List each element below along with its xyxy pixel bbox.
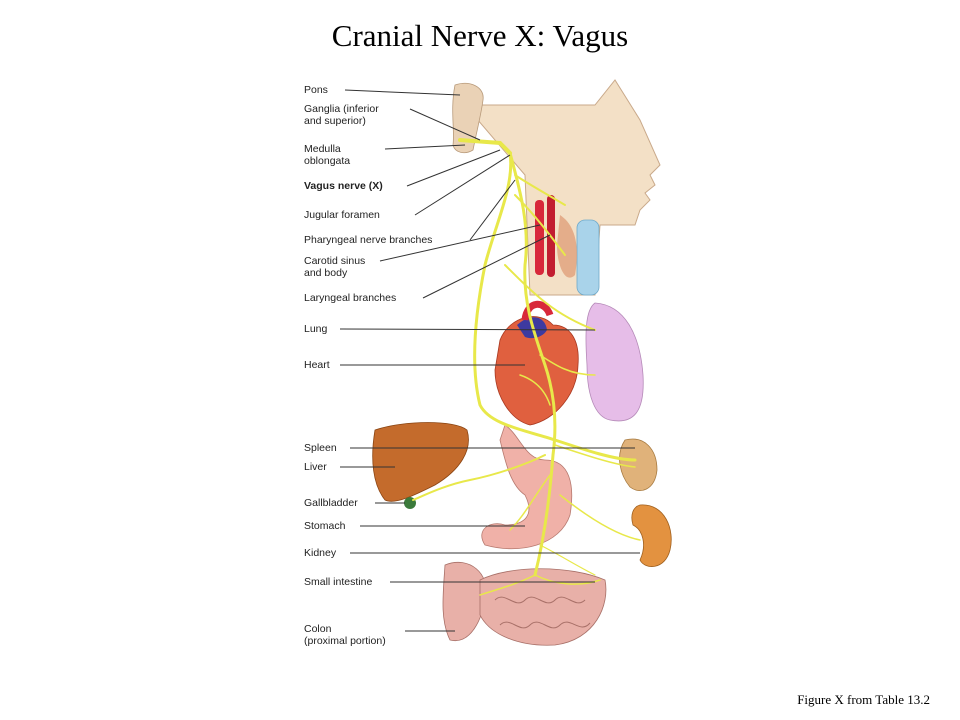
small-intestine [479, 568, 607, 646]
label-carotid-sinus: Carotid sinus and body [304, 255, 366, 279]
label-stomach: Stomach [304, 520, 346, 532]
vagus-nerve-paths [412, 138, 641, 596]
lung [585, 302, 644, 422]
stomach [481, 424, 573, 550]
vagus-nerve-diagram [339, 79, 672, 646]
kidney [631, 504, 672, 567]
label-kidney: Kidney [304, 547, 337, 559]
heart [494, 316, 579, 426]
label-spleen: Spleen [304, 442, 337, 454]
trachea [576, 219, 600, 296]
label-laryngeal-branches: Laryngeal branches [304, 292, 397, 304]
label-heart: Heart [304, 359, 330, 371]
label-small-intestine: Small intestine [304, 576, 373, 588]
leader-lines [339, 89, 640, 632]
page-title: Cranial Nerve X: Vagus [331, 18, 629, 53]
liver [372, 422, 469, 502]
intestine-folds [494, 596, 591, 629]
label-pons: Pons [304, 84, 328, 96]
label-pharyngeal-nerve-branches: Pharyngeal nerve branches [304, 234, 433, 246]
label-vagus-nerve: Vagus nerve (X) [304, 180, 383, 192]
aorta [521, 300, 554, 321]
label-liver: Liver [304, 461, 327, 473]
label-jugular-foramen: Jugular foramen [304, 209, 380, 221]
head-silhouette [463, 79, 661, 296]
label-gallbladder: Gallbladder [304, 497, 358, 509]
brainstem [452, 83, 484, 154]
figure-caption: Figure X from Table 13.2 [797, 692, 930, 707]
colon [442, 562, 487, 641]
label-lung: Lung [304, 323, 328, 335]
label-ganglia: Ganglia (inferior and superior) [304, 103, 379, 127]
carotid-artery [535, 200, 544, 275]
label-colon: Colon (proximal portion) [304, 623, 386, 647]
label-medulla-oblongata: Medulla oblongata [304, 143, 351, 167]
larynx-tissue [557, 215, 577, 278]
